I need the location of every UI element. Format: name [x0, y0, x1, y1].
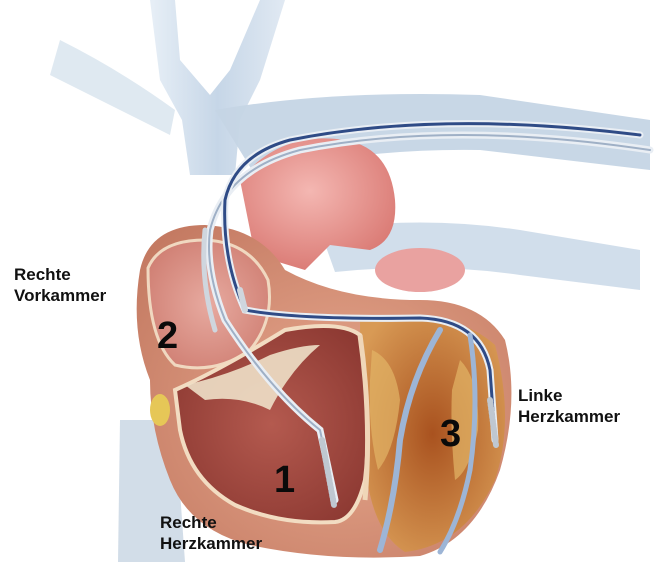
- right-ventricle-label-line2: Herzkammer: [160, 533, 262, 554]
- marker-2: 2: [157, 316, 178, 356]
- left-ventricle-label-line1: Linke: [518, 385, 620, 406]
- left-ventricle-label-line2: Herzkammer: [518, 406, 620, 427]
- right-ventricle-label: Rechte Herzkammer: [160, 512, 262, 554]
- right-atrium-label: Rechte Vorkammer: [14, 264, 106, 306]
- right-atrium-label-line2: Vorkammer: [14, 285, 106, 306]
- left-ventricle-label: Linke Herzkammer: [518, 385, 620, 427]
- left-atrium: [375, 248, 465, 292]
- right-ventricle-label-line1: Rechte: [160, 512, 262, 533]
- right-atrium-label-line1: Rechte: [14, 264, 106, 285]
- marker-1: 1: [274, 460, 295, 500]
- marker-3: 3: [440, 414, 461, 454]
